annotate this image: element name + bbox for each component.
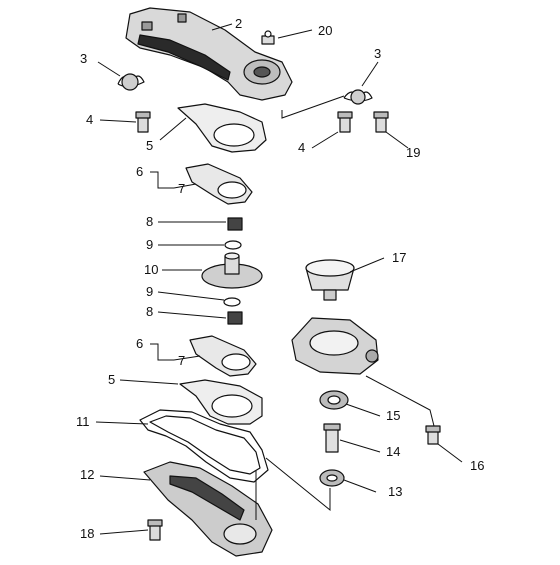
label-part-8-upper: 8 [146, 214, 153, 229]
label-part-6-upper: 6 [136, 164, 143, 179]
part-18-bolt [147, 519, 163, 541]
label-part-13: 13 [388, 484, 402, 499]
part-19-bolt [373, 111, 389, 133]
label-part-12: 12 [80, 467, 94, 482]
part-10-gear [201, 252, 263, 289]
label-part-3-right: 3 [374, 46, 381, 61]
part-6-plate-lower [189, 335, 257, 377]
part-16-bolt [425, 425, 441, 445]
label-part-4-left: 4 [86, 112, 93, 127]
label-part-14: 14 [386, 444, 400, 459]
label-part-10: 10 [144, 262, 158, 277]
part-clutch-housing [291, 317, 379, 375]
label-part-5-upper: 5 [146, 138, 153, 153]
label-part-9-upper: 9 [146, 237, 153, 252]
part-5-gasket-lower [179, 379, 263, 425]
label-part-6-lower: 6 [136, 336, 143, 351]
label-part-17: 17 [392, 250, 406, 265]
part-8-bearing-lower [227, 311, 243, 325]
part-labels: 2 20 3 4 5 3 4 19 6 7 8 9 10 9 8 17 6 7 … [76, 16, 484, 541]
part-12-bottom-cover [143, 461, 273, 557]
part-2-gear-housing [125, 7, 293, 101]
label-part-2: 2 [235, 16, 242, 31]
label-part-19: 19 [406, 145, 420, 160]
part-3-spring-left [117, 73, 145, 91]
part-11-gasket-large [139, 409, 269, 483]
part-4-bolt-right [337, 111, 353, 133]
part-20-grease-nipple [261, 30, 275, 45]
label-part-7-lower: 7 [178, 353, 185, 368]
part-9-washer-lower [223, 297, 241, 307]
label-part-8-lower: 8 [146, 304, 153, 319]
label-part-9-lower: 9 [146, 284, 153, 299]
part-3-spring-right [343, 89, 373, 105]
part-4-bolt-left [135, 111, 151, 133]
label-part-20: 20 [318, 23, 332, 38]
part-9-washer-upper [224, 240, 242, 250]
part-8-bearing-upper [227, 217, 243, 231]
label-part-18: 18 [80, 526, 94, 541]
leader-lines [95, 23, 463, 535]
part-13-small-bearing [319, 469, 345, 487]
part-6-plate-upper [185, 163, 253, 205]
label-part-15: 15 [386, 408, 400, 423]
label-part-3-left: 3 [80, 51, 87, 66]
part-15-ball-bearing [319, 390, 349, 410]
part-14-shaft [323, 423, 341, 453]
label-part-5-lower: 5 [108, 372, 115, 387]
part-17-cup [305, 259, 355, 301]
part-5-gasket-upper [177, 103, 267, 153]
label-part-11: 11 [76, 414, 90, 429]
label-part-16: 16 [470, 458, 484, 473]
label-part-4-right: 4 [298, 140, 305, 155]
label-part-7-upper: 7 [178, 181, 185, 196]
